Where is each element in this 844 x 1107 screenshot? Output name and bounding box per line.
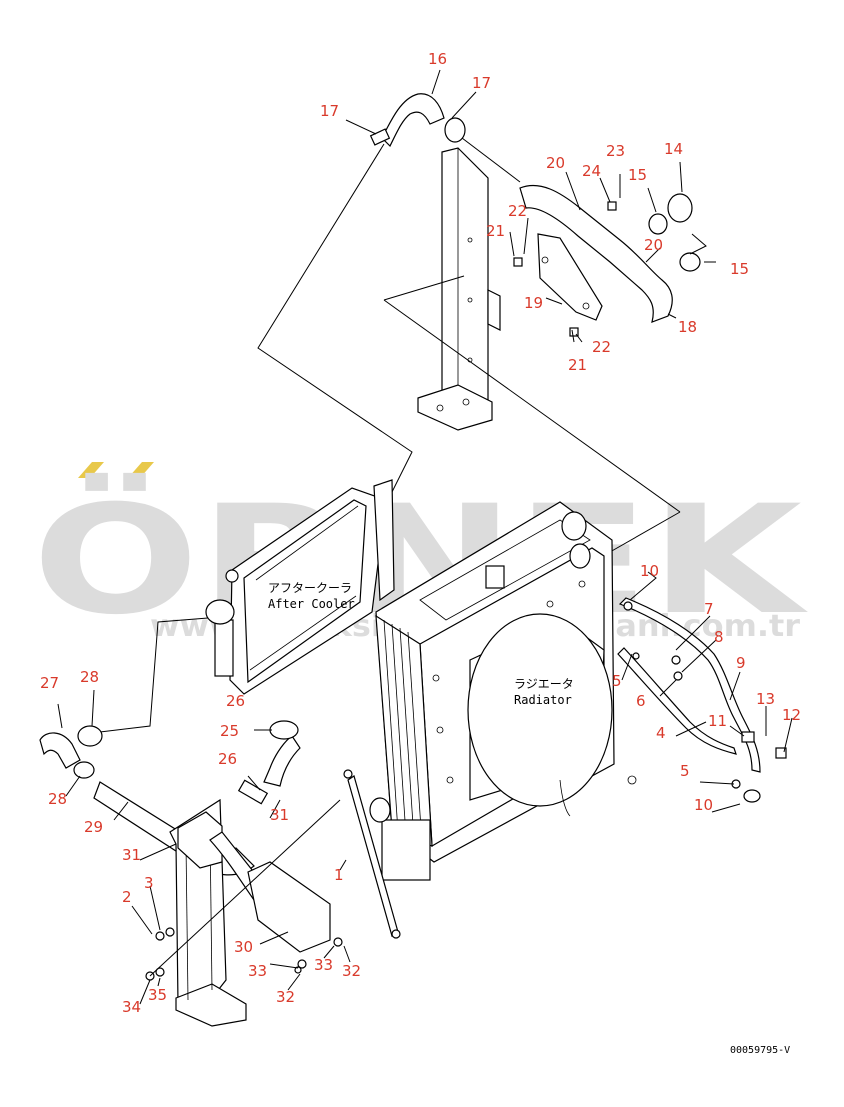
callout-6: 6 <box>636 692 646 710</box>
callout-16: 16 <box>428 50 447 68</box>
callout-22: 22 <box>592 338 611 356</box>
aftercooler-leader <box>99 617 209 733</box>
lower-left-assembly <box>39 720 401 1027</box>
callouts: 16 17 17 20 24 23 14 15 22 21 20 15 19 1… <box>40 50 801 1016</box>
callout-20: 20 <box>546 154 565 172</box>
callout-26: 26 <box>226 692 245 710</box>
callout-21: 21 <box>486 222 505 240</box>
aftercooler-label-en: After Cooler <box>268 597 355 611</box>
callout-24: 24 <box>582 162 601 180</box>
callout-21: 21 <box>568 356 587 374</box>
callout-22: 22 <box>508 202 527 220</box>
callout-31: 31 <box>270 806 289 824</box>
callout-33: 33 <box>248 962 267 980</box>
aftercooler-label-jp: アフタークーラ <box>268 581 352 595</box>
callout-4: 4 <box>656 724 666 742</box>
right-hoses <box>617 597 787 803</box>
upper-pipe-16 <box>369 93 466 148</box>
leader-lines-lower <box>57 689 351 1005</box>
callout-14: 14 <box>664 140 683 158</box>
callout-29: 29 <box>84 818 103 836</box>
callout-7: 7 <box>704 600 714 618</box>
watermark-accent-left <box>78 462 104 478</box>
callout-17: 17 <box>320 102 339 120</box>
callout-5: 5 <box>680 762 690 780</box>
callout-20: 20 <box>644 236 663 254</box>
callout-34: 34 <box>122 998 141 1016</box>
callout-32: 32 <box>342 962 361 980</box>
callout-13: 13 <box>756 690 775 708</box>
radiator-label-jp: ラジエータ <box>514 677 574 691</box>
callout-3: 3 <box>144 874 154 892</box>
callout-10: 10 <box>694 796 713 814</box>
callout-26: 26 <box>218 750 237 768</box>
callout-1: 1 <box>334 866 344 884</box>
callout-15: 15 <box>730 260 749 278</box>
callout-19: 19 <box>524 294 543 312</box>
callout-25: 25 <box>220 722 239 740</box>
leader-lines-upper <box>257 69 716 553</box>
callout-5: 5 <box>612 672 622 690</box>
callout-17: 17 <box>472 74 491 92</box>
callout-31: 31 <box>122 846 141 864</box>
callout-18: 18 <box>678 318 697 336</box>
upper-bracket <box>417 147 501 431</box>
callout-35: 35 <box>148 986 167 1004</box>
callout-28: 28 <box>80 668 99 686</box>
callout-32: 32 <box>276 988 295 1006</box>
callout-15: 15 <box>628 166 647 184</box>
drawing-code: 00059795-V <box>730 1045 790 1056</box>
radiator-label-en: Radiator <box>514 693 572 707</box>
callout-10: 10 <box>640 562 659 580</box>
callout-28: 28 <box>48 790 67 808</box>
after-cooler: アフタークーラ After Cooler <box>205 479 395 695</box>
callout-27: 27 <box>40 674 59 692</box>
callout-8: 8 <box>714 628 724 646</box>
upper-pipe-18 <box>513 184 701 337</box>
callout-2: 2 <box>122 888 132 906</box>
callout-30: 30 <box>234 938 253 956</box>
callout-11: 11 <box>708 712 727 730</box>
callout-9: 9 <box>736 654 746 672</box>
callout-33: 33 <box>314 956 333 974</box>
radiator: ラジエータ Radiator <box>369 501 637 881</box>
callout-12: 12 <box>782 706 801 724</box>
callout-23: 23 <box>606 142 625 160</box>
leader-lines-right <box>621 571 793 813</box>
watermark-accent-right <box>128 462 154 478</box>
